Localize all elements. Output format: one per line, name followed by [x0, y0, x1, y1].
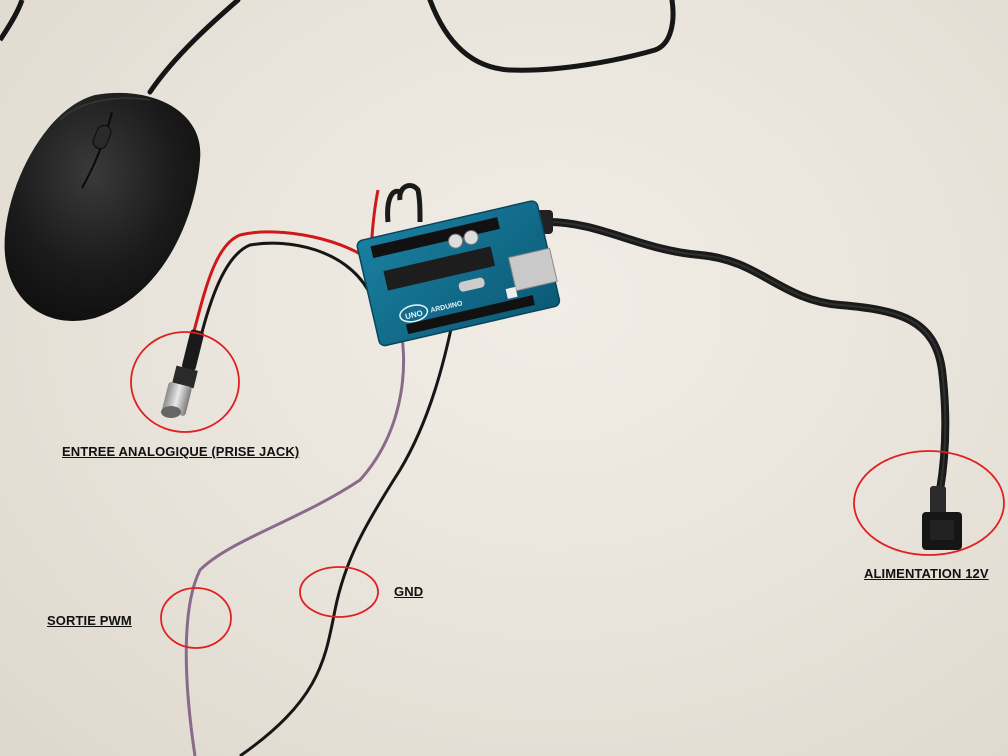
cable-top-left [0, 0, 25, 42]
highlight-circle-pwm [160, 587, 232, 649]
mouse-cable [147, 0, 241, 95]
arduino-board: UNO ARDUINO [356, 200, 561, 347]
red-wire [191, 230, 377, 336]
cable-top [427, 0, 676, 73]
black-wire-jack [198, 241, 370, 341]
computer-mouse [4, 92, 201, 321]
highlight-circle-jack [130, 331, 240, 433]
label-analog-input: ENTREE ANALOGIQUE (PRISE JACK) [62, 444, 300, 459]
label-ground: GND [394, 584, 424, 599]
highlight-circle-power [853, 450, 1005, 556]
purple-wire [184, 317, 406, 756]
gnd-wire [239, 309, 457, 756]
label-power-supply: ALIMENTATION 12V [864, 566, 989, 581]
audio-jack-plug [161, 329, 204, 418]
label-pwm-output: SORTIE PWM [47, 613, 132, 628]
board-model-text: UNO [404, 309, 423, 322]
highlight-circle-gnd [299, 566, 379, 618]
power-connector [922, 486, 962, 550]
power-cable [544, 218, 950, 494]
